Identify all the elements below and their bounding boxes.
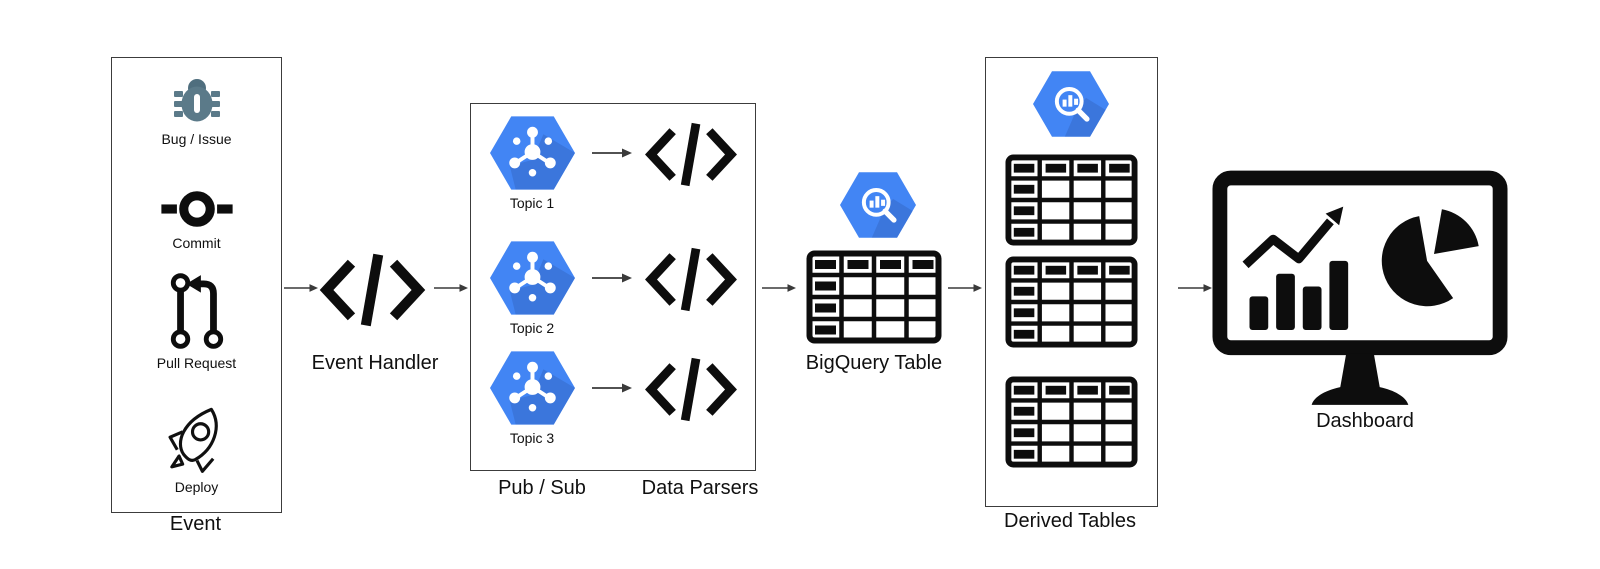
code-icon (641, 351, 741, 428)
flow-arrow-icon (948, 282, 982, 294)
code-icon (641, 116, 741, 193)
event-item-label: Commit (172, 235, 221, 251)
flow-arrow-icon (591, 382, 633, 394)
derived-tables-label: Derived Tables (1004, 510, 1136, 532)
topic-row-1: Topic 1 (487, 116, 741, 211)
table-icon (1005, 256, 1138, 348)
pubsub-topic-icon (490, 351, 575, 425)
rocket-icon (162, 404, 232, 474)
flow-arrow-icon (434, 282, 468, 294)
data-parsers-label: Data Parsers (641, 477, 759, 499)
pubsub-group-box: Topic 1 Topic 2 (470, 103, 756, 471)
pull-request-icon (166, 272, 228, 350)
flow-arrow-icon (591, 147, 633, 159)
pubsub-topic-icon (490, 241, 575, 315)
flow-arrow-icon (1178, 282, 1212, 294)
topic-row-2: Topic 2 (487, 241, 741, 336)
flow-arrow-icon (762, 282, 796, 294)
code-icon (315, 246, 430, 334)
topic-row-3: Topic 3 (487, 351, 741, 446)
table-icon (1005, 376, 1138, 468)
table-icon (1005, 154, 1138, 246)
event-item-pull-request: Pull Request (112, 272, 281, 371)
event-item-commit: Commit (112, 188, 281, 251)
event-group-box: Bug / Issue Commit (111, 57, 282, 513)
dashboard-label: Dashboard (1316, 410, 1414, 432)
topic-3: Topic 3 (487, 351, 577, 446)
event-item-label: Pull Request (156, 355, 237, 371)
event-item-bug: Bug / Issue (112, 76, 281, 147)
derived-tables-box (985, 57, 1158, 507)
code-icon (641, 241, 741, 318)
bigquery-icon (1033, 71, 1109, 137)
event-item-label: Bug / Issue (161, 131, 232, 147)
topic-label: Topic 2 (509, 320, 555, 336)
topic-1: Topic 1 (487, 116, 577, 211)
topic-label: Topic 1 (509, 195, 555, 211)
bigquery-table-label: BigQuery Table (805, 352, 943, 374)
event-item-label: Deploy (174, 479, 219, 495)
flow-arrow-icon (591, 272, 633, 284)
event-handler-label: Event Handler (311, 352, 439, 374)
event-item-deploy: Deploy (112, 404, 281, 495)
event-box-label: Event (169, 513, 222, 535)
pubsub-topic-icon (490, 116, 575, 190)
flow-arrow-icon (284, 282, 318, 294)
table-icon (806, 250, 942, 344)
topic-label: Topic 3 (509, 430, 555, 446)
bug-icon (171, 76, 223, 126)
monitor-dashboard-icon (1212, 170, 1508, 408)
bigquery-icon (840, 172, 916, 238)
commit-icon (159, 188, 235, 230)
pubsub-box-label: Pub / Sub (498, 477, 586, 499)
topic-2: Topic 2 (487, 241, 577, 336)
